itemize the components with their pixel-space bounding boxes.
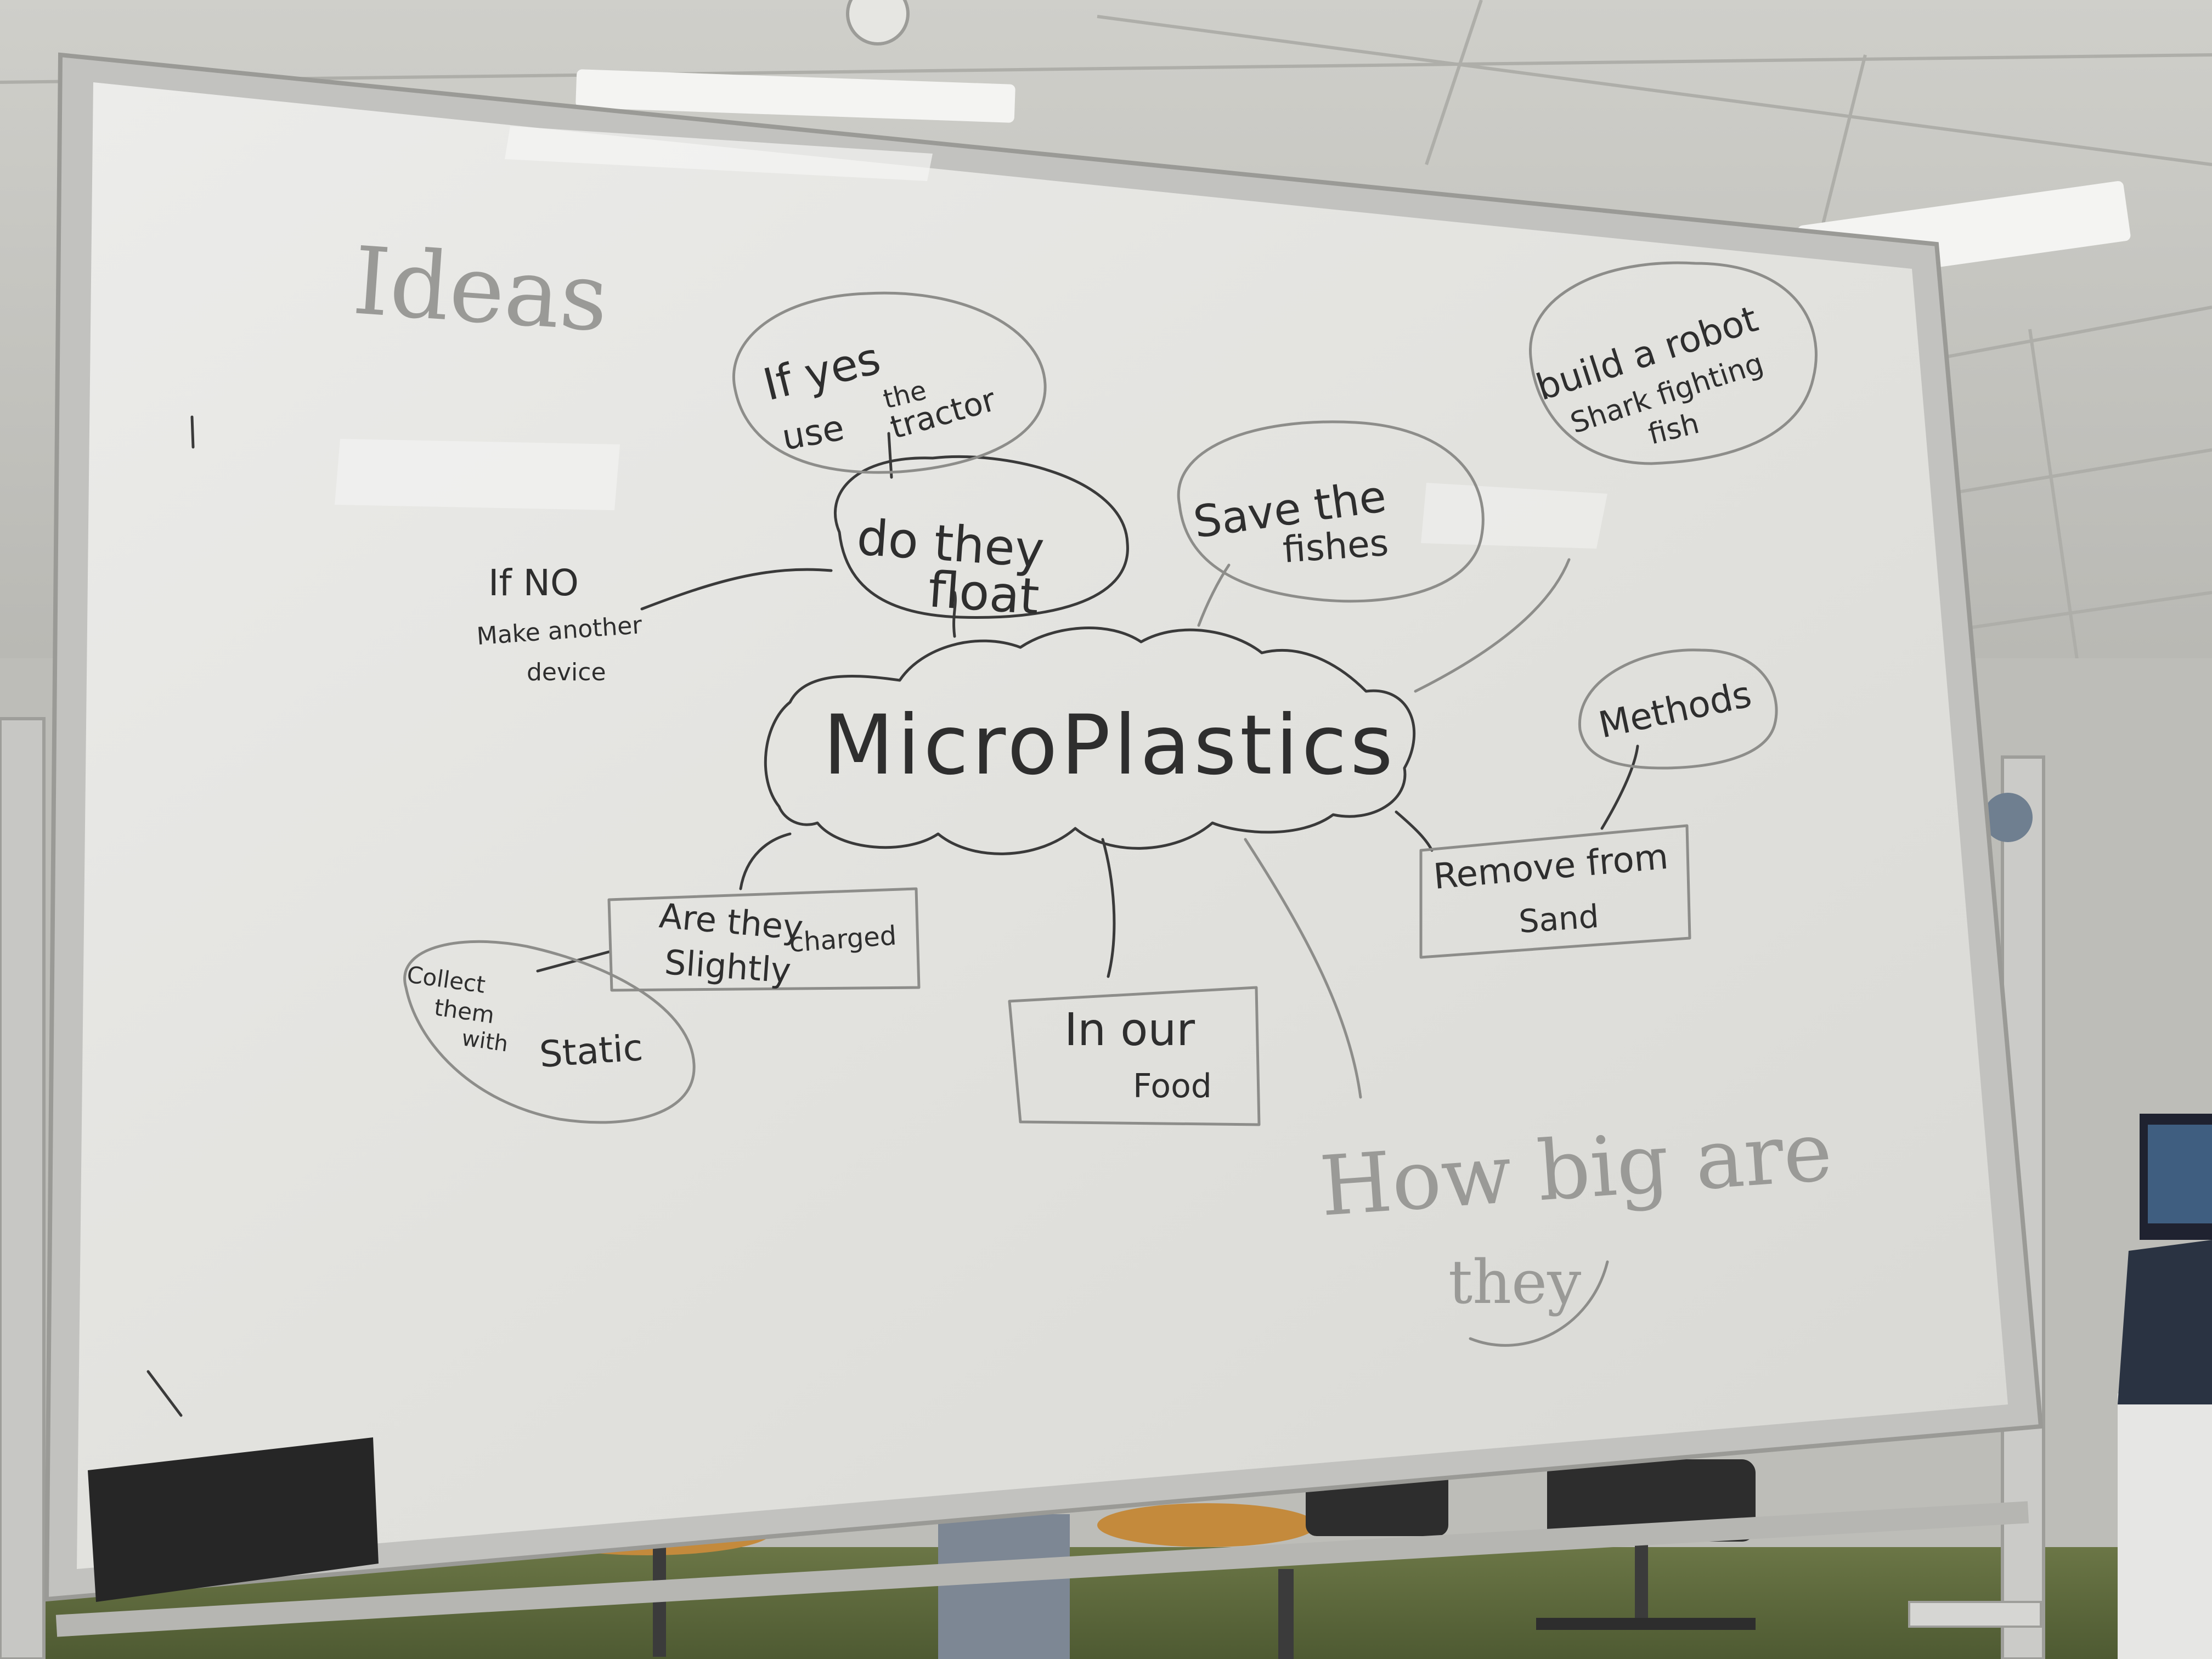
if-no-node: If NO Make another device bbox=[476, 562, 644, 686]
charged-line2: Slightly bbox=[663, 942, 792, 991]
jacket bbox=[2118, 1240, 2212, 1404]
in-our-food-line2: Food bbox=[1133, 1067, 1212, 1105]
board-bottom-rail bbox=[55, 1501, 2029, 1637]
board-glare bbox=[1421, 483, 1607, 549]
if-yes-bubble bbox=[732, 291, 1047, 474]
person-legs bbox=[938, 1514, 1070, 1659]
marker-tray bbox=[88, 1437, 379, 1602]
in-our-food-box bbox=[1008, 986, 1261, 1126]
collect-static-bubble bbox=[403, 940, 696, 1124]
robot-bubble bbox=[1529, 261, 1818, 465]
if-no-line3: device bbox=[527, 658, 606, 686]
stray-mark bbox=[190, 415, 195, 449]
remove-sand-line2: Sand bbox=[1517, 898, 1600, 940]
center-topic-cloud bbox=[764, 627, 1416, 855]
charged-box bbox=[607, 887, 921, 992]
monitor bbox=[2140, 1114, 2212, 1240]
do-they-float-line1: do they bbox=[855, 509, 1046, 579]
desk-right bbox=[2118, 1393, 2212, 1659]
save-fishes-line2: fishes bbox=[1282, 522, 1390, 571]
smoke-detector bbox=[846, 0, 910, 46]
board-pivot bbox=[1983, 793, 2033, 842]
charged-line3: charged bbox=[788, 920, 898, 958]
stray-mark bbox=[146, 1370, 183, 1417]
board-stand-foot bbox=[1908, 1601, 2042, 1628]
how-big-line2: they bbox=[1448, 1247, 1581, 1317]
collect-static-line4: Static bbox=[538, 1026, 645, 1076]
ceiling-tile-grid bbox=[0, 0, 2212, 714]
board-stand-left bbox=[0, 717, 46, 1659]
in-our-food-line1: In our bbox=[1064, 1004, 1195, 1056]
board-glare bbox=[505, 126, 933, 181]
remove-sand-box bbox=[1419, 824, 1691, 959]
faded-heading: Ideas bbox=[349, 227, 612, 353]
methods-bubble bbox=[1578, 648, 1778, 770]
center-topic: MicroPlastics bbox=[823, 698, 1396, 793]
do-they-float-line2: float bbox=[926, 561, 1041, 626]
board-glare bbox=[335, 439, 620, 510]
mind-map-connectors bbox=[536, 432, 1639, 1099]
if-no-line1: If NO bbox=[488, 562, 579, 604]
ceiling-light bbox=[575, 69, 1015, 123]
save-fishes-bubble bbox=[1177, 420, 1485, 603]
do-they-float-bubble bbox=[833, 455, 1129, 619]
